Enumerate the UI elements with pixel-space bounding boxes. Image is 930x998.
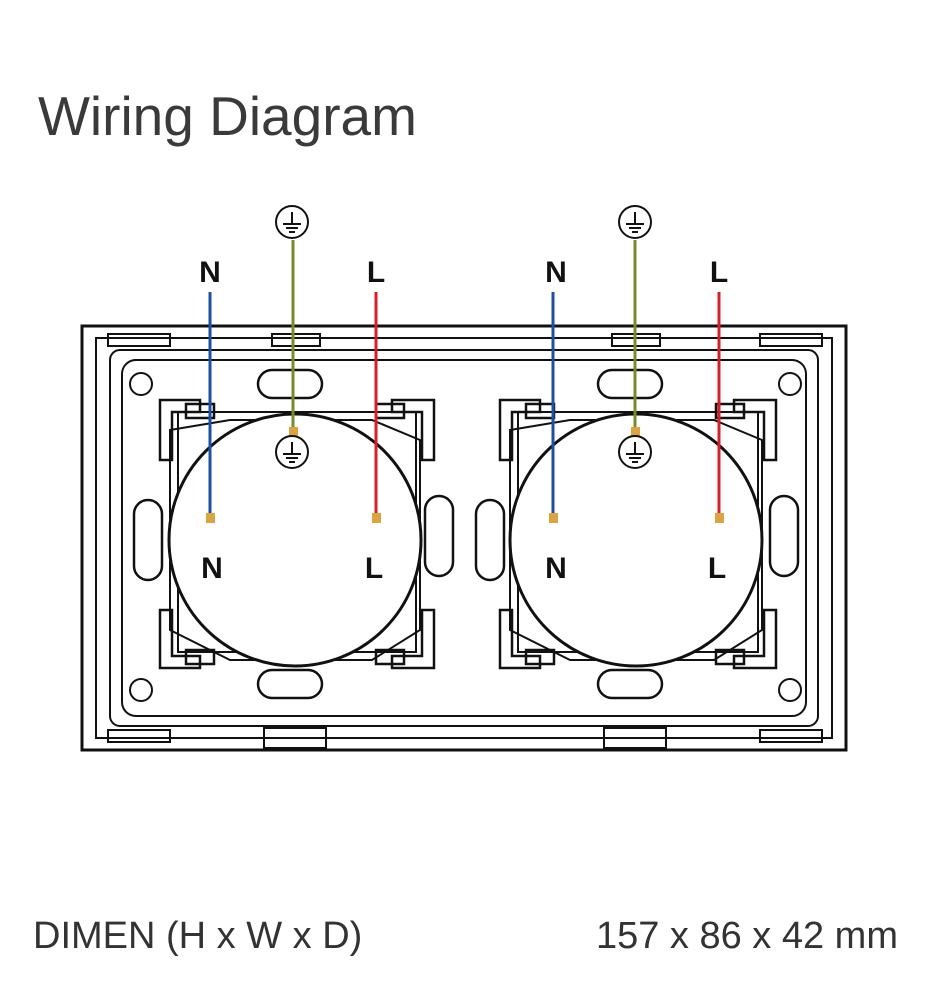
terminal-earth-left (289, 427, 298, 437)
wire-label-n-right: N (545, 256, 567, 289)
earth-ground-icon (275, 205, 309, 239)
terminal-l-right (715, 513, 724, 523)
terminal-earth-right (631, 427, 640, 437)
terminal-n-right (549, 513, 558, 523)
terminal-n-left (206, 513, 215, 523)
page-title: Wiring Diagram (38, 85, 417, 147)
socket-module-left (132, 368, 455, 700)
wires (208, 240, 721, 518)
socket-frame (80, 324, 848, 752)
earth-ground-icon (275, 435, 309, 469)
wire-label-l-right: L (710, 256, 728, 289)
dimension-label: DIMEN (H x W x D) (33, 915, 363, 957)
earth-ground-icon (618, 205, 652, 239)
wire-label-n-left: N (199, 256, 221, 289)
earth-ground-icon (618, 435, 652, 469)
terminal-label-l-left: L (365, 552, 383, 585)
terminals (206, 427, 724, 523)
wire-label-l-left: L (367, 256, 385, 289)
terminal-l-left (372, 513, 381, 523)
terminal-label-n-right: N (545, 552, 567, 585)
socket-module-right (474, 368, 800, 700)
terminal-label-n-left: N (201, 552, 223, 585)
dimension-value: 157 x 86 x 42 mm (595, 915, 898, 957)
terminal-label-l-right: L (708, 552, 726, 585)
